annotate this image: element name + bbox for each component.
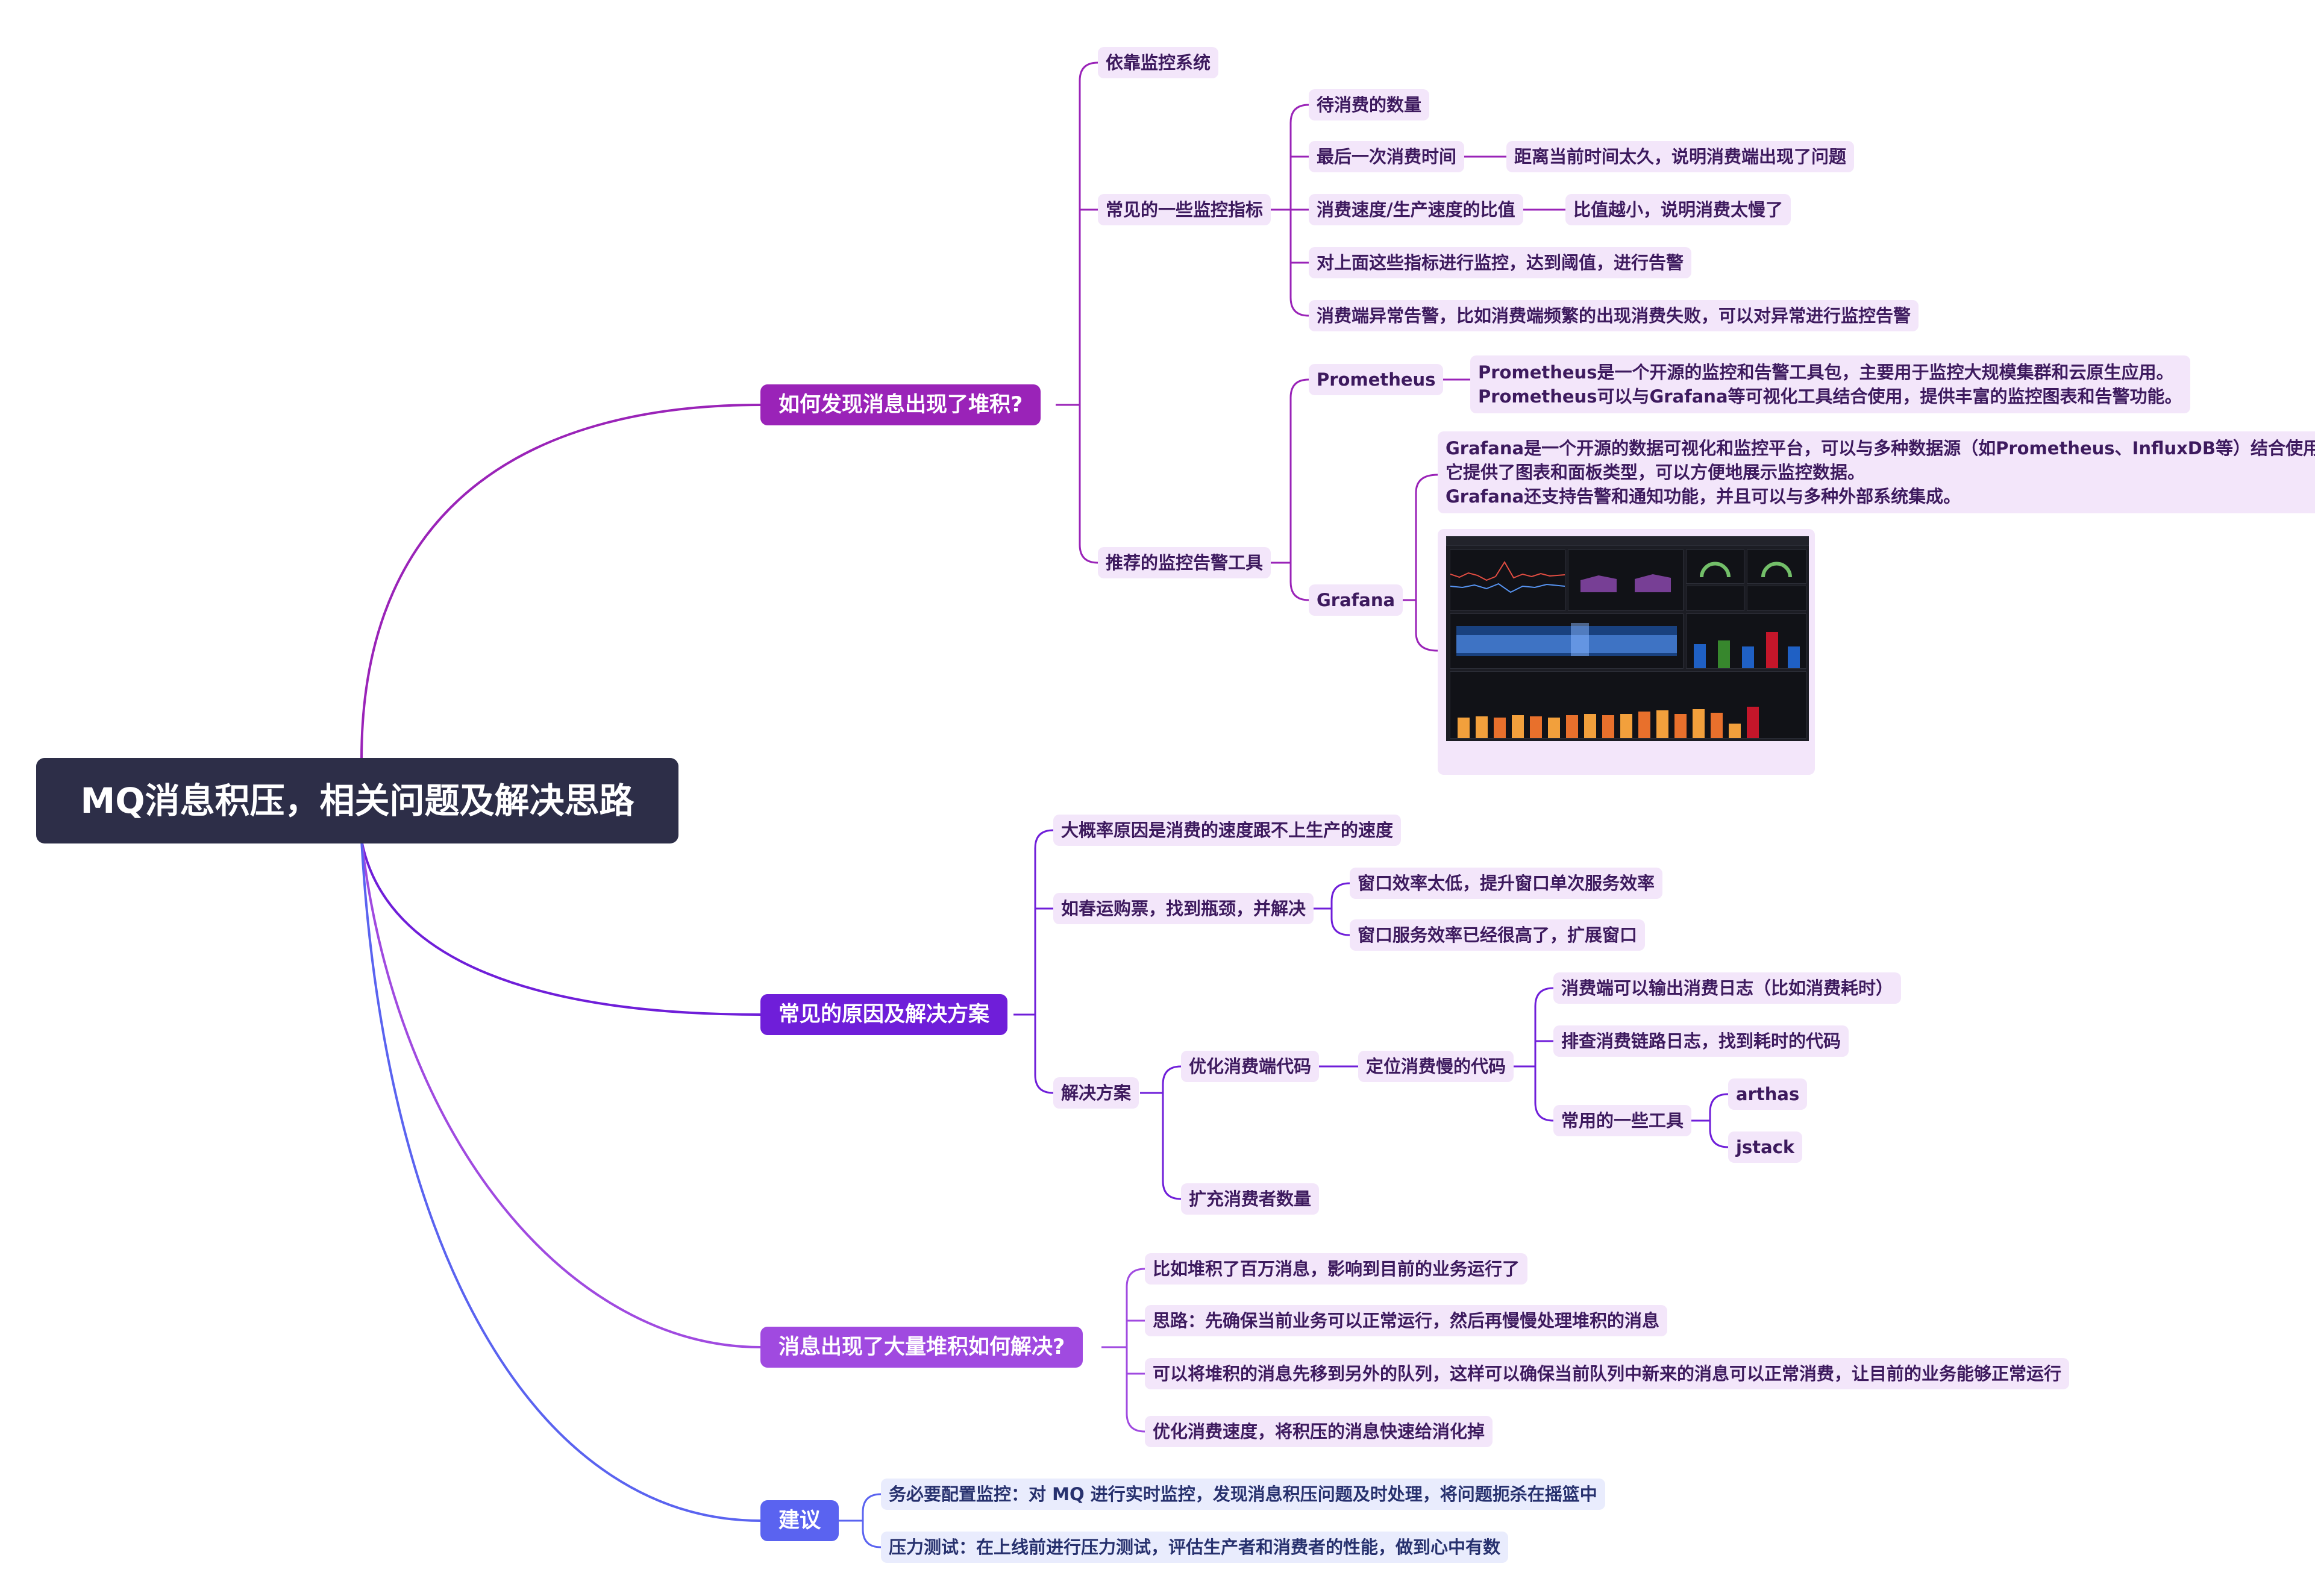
grafana-desc-line-2: 它提供了图表和面板类型，可以方便地展示监控数据。 — [1446, 462, 1865, 483]
root-topic[interactable]: MQ消息积压，相关问题及解决思路 — [36, 758, 678, 843]
node-metric-speed-ratio[interactable]: 消费速度/生产速度的比值 — [1309, 194, 1523, 225]
node-metric-speed-ratio-note[interactable]: 比值越小，说明消费太慢了 — [1565, 194, 1791, 225]
grafana-desc-line-3: Grafana还支持告警和通知功能，并且可以与多种外部系统集成。 — [1446, 486, 1961, 507]
node-backlog-example[interactable]: 比如堆积了百万消息，影响到目前的业务运行了 — [1145, 1253, 1528, 1285]
dashboard-gauge-2 — [1761, 562, 1792, 578]
dashboard-gauge-1 — [1700, 562, 1731, 578]
node-ticket-analogy[interactable]: 如春运购票，找到瓶颈，并解决 — [1053, 893, 1314, 924]
node-consumer-logs[interactable]: 消费端可以输出消费日志（比如消费耗时） — [1553, 972, 1902, 1004]
node-expand-consumers[interactable]: 扩充消费者数量 — [1181, 1183, 1320, 1215]
node-move-to-other-queue[interactable]: 可以将堆积的消息先移到另外的队列，这样可以确保当前队列中新来的消息可以正常消费，… — [1145, 1358, 2070, 1389]
node-trace-logs[interactable]: 排查消费链路日志，找到耗时的代码 — [1553, 1025, 1849, 1057]
node-metric-last-consume-time[interactable]: 最后一次消费时间 — [1309, 141, 1465, 172]
dashboard-area-panel — [1580, 574, 1671, 592]
node-grafana-desc[interactable]: Grafana是一个开源的数据可视化和监控平台，可以与多种数据源（如Promet… — [1438, 431, 2315, 513]
dashboard-stacked-area — [1456, 623, 1677, 656]
prometheus-desc-line-1: Prometheus是一个开源的监控和告警工具包，主要用于监控大规模集群和云原生… — [1478, 362, 2174, 383]
node-common-tools[interactable]: 常用的一些工具 — [1553, 1105, 1692, 1136]
node-analogy-expand[interactable]: 窗口服务效率已经很高了，扩展窗口 — [1350, 919, 1646, 951]
node-tool-jstack[interactable]: jstack — [1728, 1131, 1803, 1163]
dashboard-line-panel — [1450, 561, 1565, 593]
node-metric-threshold-alert[interactable]: 对上面这些指标进行监控，达到阈值，进行告警 — [1309, 247, 1692, 278]
node-grafana-screenshot[interactable] — [1438, 529, 1815, 775]
node-stress-test[interactable]: 压力测试：在上线前进行压力测试，评估生产者和消费者的性能，做到心中有数 — [881, 1532, 1509, 1563]
node-prometheus[interactable]: Prometheus — [1309, 364, 1444, 395]
grafana-desc-line-1: Grafana是一个开源的数据可视化和监控平台，可以与多种数据源（如Promet… — [1446, 438, 2315, 458]
prometheus-desc-line-2: Prometheus可以与Grafana等可视化工具结合使用，提供丰富的监控图表… — [1478, 386, 2182, 407]
node-analogy-efficiency[interactable]: 窗口效率太低，提升窗口单次服务效率 — [1350, 868, 1663, 899]
node-prometheus-desc[interactable]: Prometheus是一个开源的监控和告警工具包，主要用于监控大规模集群和云原生… — [1470, 355, 2190, 413]
branch-massive-backlog[interactable]: 消息出现了大量堆积如何解决? — [760, 1327, 1083, 1368]
node-metric-pending-count[interactable]: 待消费的数量 — [1309, 89, 1430, 120]
node-common-metrics[interactable]: 常见的一些监控指标 — [1098, 194, 1271, 225]
node-optimize-speed[interactable]: 优化消费速度，将积压的消息快速给消化掉 — [1145, 1416, 1493, 1447]
node-main-cause[interactable]: 大概率原因是消费的速度跟不上生产的速度 — [1053, 815, 1402, 846]
branch-suggestions[interactable]: 建议 — [760, 1500, 839, 1541]
node-metric-last-consume-note[interactable]: 距离当前时间太久，说明消费端出现了问题 — [1506, 141, 1855, 172]
branch-causes-solutions[interactable]: 常见的原因及解决方案 — [760, 994, 1008, 1035]
node-solutions[interactable]: 解决方案 — [1053, 1077, 1139, 1109]
node-recommended-tools[interactable]: 推荐的监控告警工具 — [1098, 547, 1271, 578]
node-backlog-idea[interactable]: 思路：先确保当前业务可以正常运行，然后再慢慢处理堆积的消息 — [1145, 1305, 1668, 1336]
node-grafana[interactable]: Grafana — [1309, 584, 1403, 616]
node-metric-consumer-exception[interactable]: 消费端异常告警，比如消费端频繁的出现消费失败，可以对异常进行监控告警 — [1309, 300, 1919, 331]
grafana-dashboard-image — [1446, 536, 1809, 741]
node-optimize-consumer-code[interactable]: 优化消费端代码 — [1181, 1051, 1320, 1082]
branch-detect-backlog[interactable]: 如何发现消息出现了堆积? — [760, 384, 1041, 425]
node-rely-monitoring[interactable]: 依靠监控系统 — [1098, 47, 1219, 78]
node-locate-slow-code[interactable]: 定位消费慢的代码 — [1358, 1051, 1514, 1082]
node-configure-monitoring[interactable]: 务必要配置监控：对 MQ 进行实时监控，发现消息积压问题及时处理，将问题扼杀在摇… — [881, 1479, 1605, 1510]
node-tool-arthas[interactable]: arthas — [1728, 1078, 1808, 1110]
